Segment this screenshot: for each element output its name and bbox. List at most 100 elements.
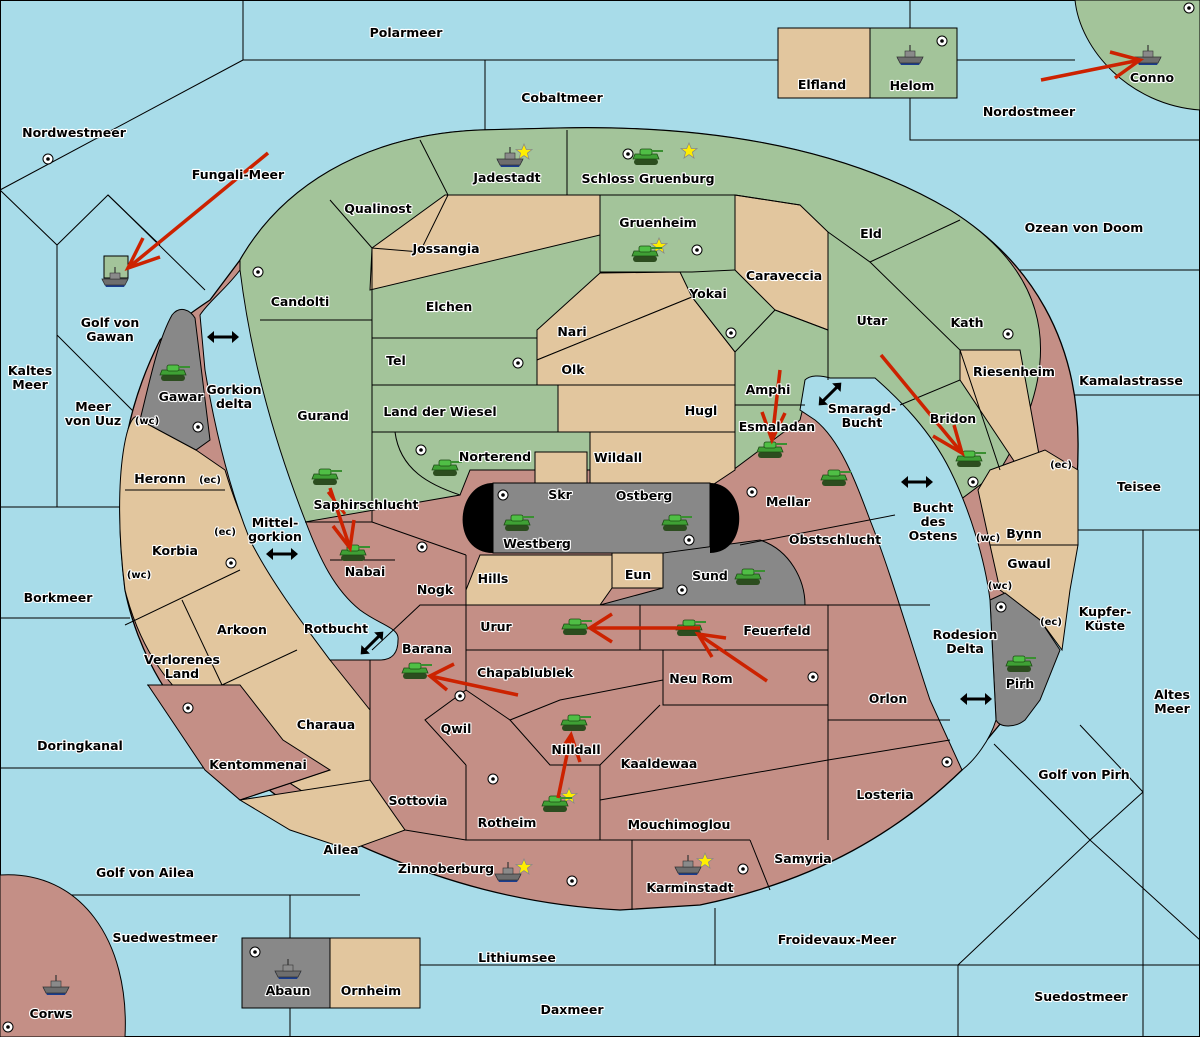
province-label: Ostberg — [616, 488, 673, 503]
province-label: Chapablublek — [477, 665, 574, 680]
sea-label: Teisee — [1117, 479, 1161, 494]
province-label: Wildall — [594, 450, 642, 465]
province-label: Candolti — [271, 294, 330, 309]
province-label: Zinnoberburg — [398, 861, 494, 876]
impassable-cap-east — [710, 483, 740, 553]
province-labels: Jadestadt Schloss Gruenburg Gruenheim Qu… — [28, 69, 1175, 1022]
province-label: Kath — [951, 315, 984, 330]
province-label: Eld — [860, 226, 882, 241]
province-label: Saphirschlucht — [314, 497, 419, 512]
coast-tags: (wc) (ec) (ec) (wc) (ec) (wc) (wc) (ec) — [126, 415, 1073, 629]
province-label: Caraveccia — [746, 268, 822, 283]
province-label: Eun — [625, 567, 651, 582]
sea-label: Suedostmeer — [1034, 989, 1128, 1004]
province-label: Hugl — [685, 403, 718, 418]
province-label: Qwil — [441, 721, 472, 736]
province-label: Sund — [692, 568, 728, 583]
province-label: Rotheim — [478, 815, 537, 830]
dislodged-mark — [326, 491, 347, 515]
province-label: Gruenheim — [619, 215, 696, 230]
province-label: Orlon — [869, 691, 908, 706]
province-label: Qualinost — [344, 201, 411, 216]
province-label: Utar — [857, 313, 889, 328]
province-label: Sottovia — [389, 793, 448, 808]
inland-waters — [199, 268, 997, 771]
province-label: Pirh — [1006, 676, 1035, 691]
sea-label: Kamalastrasse — [1079, 373, 1183, 388]
sea-label: Golf von Ailea — [96, 865, 194, 880]
province-label: Jadestadt — [472, 170, 540, 185]
province-label: Nabai — [345, 564, 386, 579]
province-label: Hills — [478, 571, 509, 586]
province-label: Kaaldewaa — [621, 756, 698, 771]
province-label: Tel — [386, 353, 406, 368]
province-label: Amphi — [746, 382, 791, 397]
province-label: Corws — [30, 1006, 73, 1021]
province-label: Bridon — [930, 411, 976, 426]
province-label: Barana — [402, 641, 452, 656]
province-label: Mouchimoglou — [628, 817, 731, 832]
sea-label: Doringkanal — [37, 738, 123, 753]
province-label: Feuerfeld — [743, 623, 810, 638]
province-label: Olk — [561, 362, 585, 377]
sea-label: Froidevaux-Meer — [778, 932, 897, 947]
province-label: Bynn — [1006, 526, 1041, 541]
province-label: Nogk — [417, 582, 454, 597]
sea-label: Daxmeer — [540, 1002, 604, 1017]
sea-label: Smaragd-Bucht — [828, 401, 896, 430]
province-label: Heronn — [134, 471, 186, 486]
province-label: Conno — [1130, 70, 1175, 85]
sea-label: Fungali-Meer — [192, 167, 285, 182]
sea-label: Golf von Pirh — [1038, 767, 1129, 782]
sea-labels: Polarmeer Cobaltmeer Nordwestmeer Fungal… — [7, 24, 1192, 1018]
province-label: Korbia — [152, 543, 198, 558]
province-label: Riesenheim — [973, 364, 1055, 379]
coast-tag: (wc) — [135, 416, 159, 427]
sea-label: Mittel-gorkion — [248, 515, 302, 544]
sea-label: Nordostmeer — [983, 104, 1076, 119]
province-label: Obstschlucht — [789, 532, 881, 547]
sea-label: Borkmeer — [24, 590, 94, 605]
province-label: Neu Rom — [669, 671, 732, 686]
coast-tag: (wc) — [976, 533, 1000, 544]
province-label: Kentommenai — [209, 757, 307, 772]
coast-tag: (wc) — [988, 581, 1012, 592]
sea-label: Nordwestmeer — [22, 125, 127, 140]
province-label: Gawar — [159, 389, 205, 404]
province-label: Ornheim — [341, 983, 401, 998]
province-label: Elfland — [798, 77, 846, 92]
coast-tag: (ec) — [1050, 460, 1072, 471]
province-label: Karminstadt — [646, 880, 733, 895]
province-label: Ailea — [323, 842, 358, 857]
impassable-cap-west — [462, 483, 493, 553]
order-arrows — [124, 50, 1145, 799]
province-label: Helom — [890, 78, 935, 93]
coast-tag: (ec) — [199, 475, 221, 486]
sea-label: Kupfer-Küste — [1079, 604, 1132, 633]
sea-label: Polarmeer — [370, 25, 444, 40]
province-label: Norterend — [459, 449, 531, 464]
province-label: Gurand — [297, 408, 349, 423]
province-label: Losteria — [856, 787, 913, 802]
sea-label: Cobaltmeer — [521, 90, 603, 105]
province-label: Gwaul — [1007, 556, 1050, 571]
province-label: Jossangia — [411, 241, 479, 256]
coast-tag: (ec) — [1040, 617, 1062, 628]
sea-label: Lithiumsee — [478, 950, 556, 965]
province-label: Yokai — [688, 286, 727, 301]
province-label: Nilldall — [551, 742, 600, 757]
sea-label: Rotbucht — [304, 621, 368, 636]
province-label: Samyria — [774, 851, 832, 866]
province-label: Esmaladan — [739, 419, 815, 434]
province-label: Nari — [557, 324, 586, 339]
coast-tag: (ec) — [214, 527, 236, 538]
